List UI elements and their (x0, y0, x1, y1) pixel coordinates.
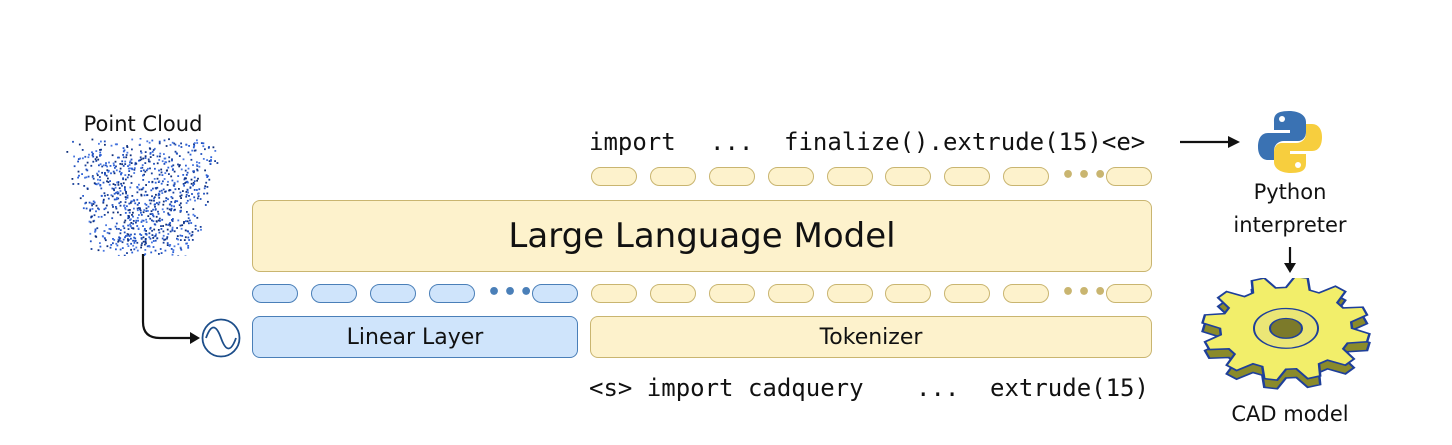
text-embedding-pill (885, 284, 931, 303)
positional-encoding-icon (201, 318, 241, 358)
connector-arrow (141, 254, 200, 344)
llm-label: Large Language Model (508, 216, 896, 256)
point-embedding-pill (532, 284, 578, 303)
python-icon (1258, 111, 1322, 173)
text-embedding-pill (1003, 284, 1049, 303)
tokenizer-label: Tokenizer (819, 324, 923, 350)
down-arrow (1284, 247, 1296, 273)
output-token-pill (827, 167, 873, 186)
text-embedding-pill (709, 284, 755, 303)
point-embedding-pill (429, 284, 475, 303)
python-label-line1: Python (1253, 180, 1327, 204)
output-token-pill (709, 167, 755, 186)
cad-model-gear-image (1201, 278, 1371, 390)
output-token-pill (885, 167, 931, 186)
point-embedding-pill (311, 284, 357, 303)
output-arrow (1180, 136, 1240, 148)
tokenizer-box: Tokenizer (590, 316, 1152, 358)
output-token-pill (1003, 167, 1049, 186)
output-token-pill (1106, 167, 1152, 186)
cad-model-label: CAD model (1231, 402, 1349, 426)
output-token-ellipsis: ... (710, 128, 754, 156)
text-embedding-pill (1106, 284, 1152, 303)
input-token-start: <s> import cadquery (589, 374, 864, 402)
text-embedding-pill (650, 284, 696, 303)
input-token-end: extrude(15) (990, 374, 1149, 402)
llm-box: Large Language Model (252, 200, 1152, 272)
point-cloud-image (66, 138, 219, 256)
point-embedding-more-dots: ••• (487, 280, 536, 305)
output-token-pill (591, 167, 637, 186)
output-token-start: import (589, 128, 676, 156)
python-label-line2: interpreter (1233, 213, 1347, 237)
input-token-ellipsis: ... (916, 374, 960, 402)
text-embedding-more-dots: ••• (1061, 280, 1110, 305)
output-token-end: finalize().extrude(15)<e> (784, 128, 1146, 156)
point-embedding-pill (370, 284, 416, 303)
text-embedding-pill (768, 284, 814, 303)
output-token-pill (944, 167, 990, 186)
text-embedding-pill (591, 284, 637, 303)
output-token-more-dots: ••• (1061, 163, 1110, 188)
text-embedding-pill (944, 284, 990, 303)
output-token-pill (650, 167, 696, 186)
text-embedding-pill (827, 284, 873, 303)
linear-layer-box: Linear Layer (252, 316, 578, 358)
linear-layer-label: Linear Layer (346, 324, 484, 350)
point-embedding-pill (252, 284, 298, 303)
point-cloud-label: Point Cloud (83, 112, 203, 136)
output-token-pill (768, 167, 814, 186)
